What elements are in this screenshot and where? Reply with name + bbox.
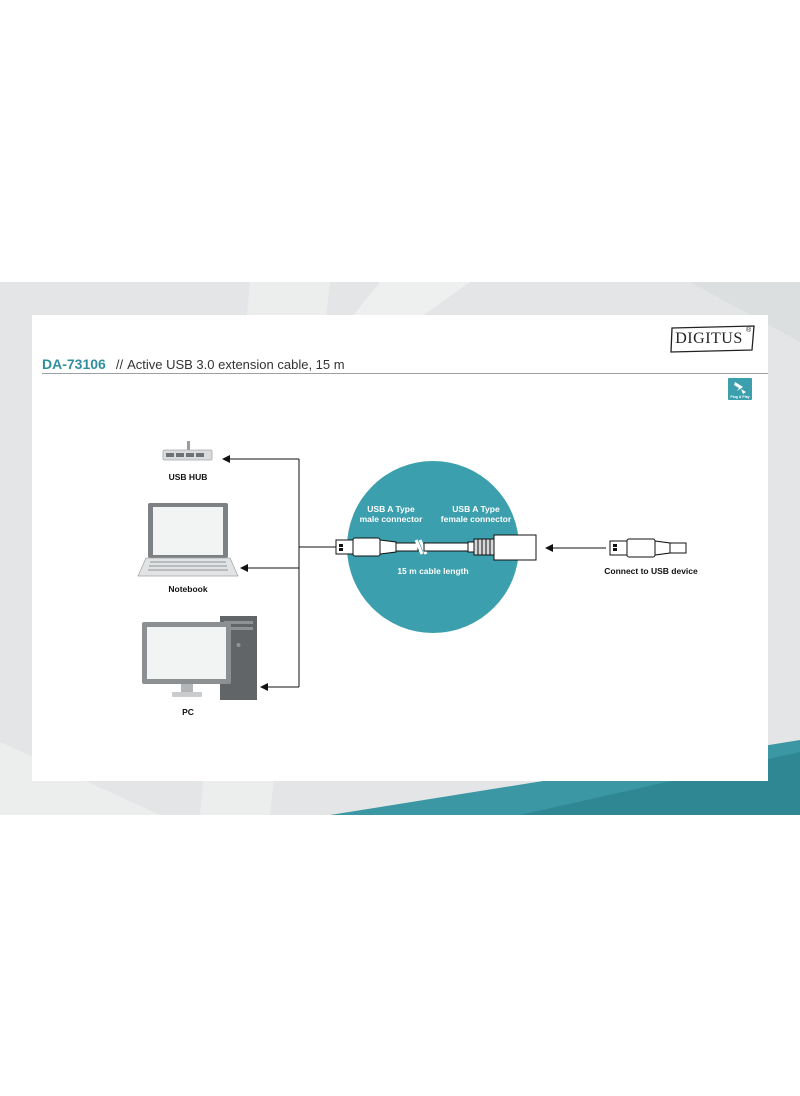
cable-length-label: 15 m cable length (397, 566, 469, 576)
title-separator: // (115, 357, 124, 372)
title-divider (42, 373, 768, 374)
pc-icon (142, 616, 257, 700)
plug-and-play-glyph (734, 382, 746, 394)
plug-and-play-label: Plug & Play (730, 395, 750, 399)
logo-text: DIGITUS (675, 330, 743, 347)
usb-hub-label: USB HUB (168, 472, 208, 482)
registered-mark: ® (746, 327, 752, 334)
female-connector-label: USB A Type female connector (440, 504, 512, 524)
usb-female-connector (467, 534, 537, 561)
digitus-logo: DIGITUS ® (670, 325, 756, 353)
title-row: DA-73106 //Active USB 3.0 extension cable… (42, 355, 345, 374)
bg-shard (690, 282, 800, 342)
usb-hub-icon (162, 441, 213, 461)
logo-frame (670, 325, 755, 353)
usb-plug-icon (609, 538, 687, 558)
pc-label: PC (182, 707, 194, 717)
notebook-icon (137, 503, 239, 577)
plug-and-play-icon: Plug & Play (728, 378, 752, 400)
connection-lines (222, 455, 606, 691)
notebook-label: Notebook (168, 584, 208, 594)
male-connector-label: USB A Type male connector (359, 504, 423, 524)
cable-body (395, 539, 469, 555)
page-subtitle: Active USB 3.0 extension cable, 15 m (127, 357, 345, 372)
connect-device-label: Connect to USB device (604, 566, 698, 576)
usb-male-connector (335, 537, 397, 557)
model-number: DA-73106 (42, 356, 106, 372)
